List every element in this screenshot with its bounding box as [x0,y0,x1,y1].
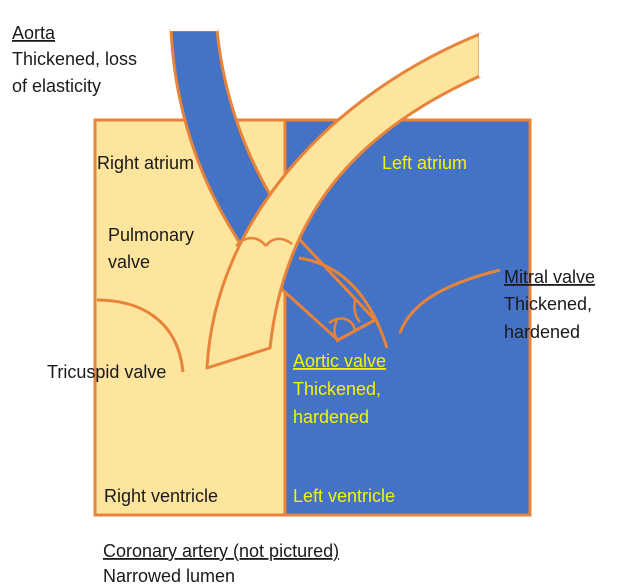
aorta-title: Aorta [12,23,56,43]
aorta-note-line1: Thickened, loss [12,49,137,69]
left-atrium-label: Left atrium [382,153,467,173]
left-ventricle-label: Left ventricle [293,486,395,506]
tricuspid-valve-label: Tricuspid valve [47,362,166,382]
right-ventricle-label: Right ventricle [104,486,218,506]
pulmonary-valve-label-line1: Pulmonary [108,225,194,245]
aortic-valve-note-line2: hardened [293,407,369,427]
aortic-valve-title: Aortic valve [293,351,386,371]
coronary-artery-title: Coronary artery (not pictured) [103,541,339,561]
aorta-note-line2: of elasticity [12,76,101,96]
mitral-valve-title: Mitral valve [504,267,595,287]
pulmonary-valve-label-line2: valve [108,252,150,272]
mitral-valve-note-line1: Thickened, [504,294,592,314]
mitral-valve-note-line2: hardened [504,322,580,342]
coronary-artery-note: Narrowed lumen [103,566,235,586]
right-atrium-label: Right atrium [97,153,194,173]
aortic-valve-note-line1: Thickened, [293,379,381,399]
